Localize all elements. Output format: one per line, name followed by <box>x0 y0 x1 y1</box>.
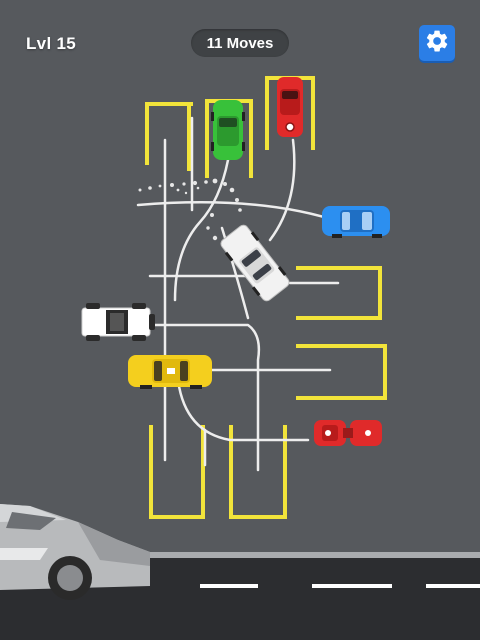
level-label: Lvl 15 <box>26 34 76 53</box>
red-buggy[interactable] <box>314 420 382 446</box>
moves-counter: 11 Moves <box>191 29 289 57</box>
route-path <box>153 323 261 472</box>
parking-line <box>296 266 382 320</box>
route-path <box>176 378 310 442</box>
route-path <box>268 138 296 242</box>
yellow-taxi[interactable] <box>128 355 212 389</box>
parking-lines <box>145 76 387 519</box>
red-car-top[interactable] <box>277 77 303 137</box>
parking-line <box>149 425 205 519</box>
green-car[interactable] <box>211 100 245 160</box>
parking-line <box>296 344 387 400</box>
route-paths <box>136 116 342 472</box>
jeep[interactable] <box>81 303 155 341</box>
silver-truck <box>0 504 150 600</box>
moves-label: 11 Moves <box>206 34 274 52</box>
blue-car[interactable] <box>322 206 390 238</box>
white-car[interactable] <box>217 222 292 304</box>
gear-icon <box>424 28 450 59</box>
parking-line <box>229 425 287 519</box>
settings-button[interactable] <box>419 25 455 61</box>
route-path <box>136 201 342 224</box>
route-path <box>173 158 230 302</box>
tire-smoke <box>138 178 242 241</box>
